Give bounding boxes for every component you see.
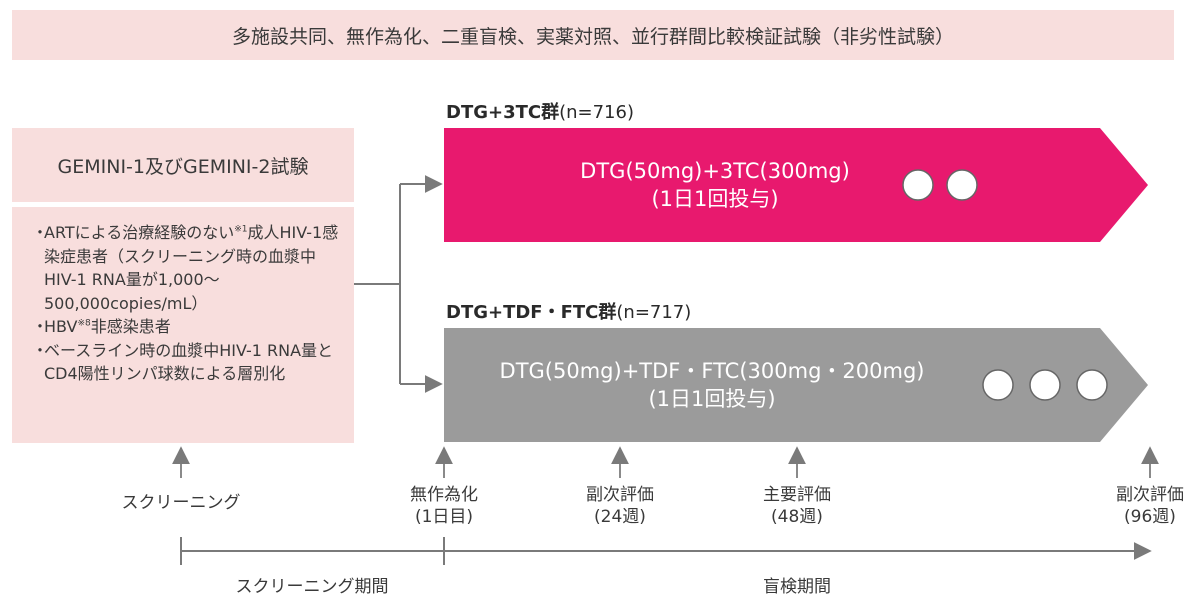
- arm2-label: DTG+TDF・FTC群(n=717): [446, 302, 692, 323]
- timepoint-randomization: 無作為化(1日目): [410, 485, 478, 527]
- criterion-item: ・ ARTによる治療経験のない※1成人HIV-1感染症患者（スクリーニング時の血…: [32, 221, 340, 315]
- arm2-regimen-frequency: (1日1回投与): [648, 387, 776, 411]
- visit-circle: [902, 169, 934, 201]
- criterion-text: HBV: [44, 317, 78, 336]
- arm2-regimen-dose: DTG(50mg)+TDF・FTC(300mg・200mg): [499, 359, 925, 383]
- visit-circle: [1029, 369, 1061, 401]
- visit-circle: [1076, 369, 1108, 401]
- criterion-text: 非感染患者: [90, 317, 171, 336]
- timepoint-week24: 副次評価(24週): [586, 485, 654, 527]
- footnote-mark: ※8: [77, 318, 91, 329]
- visit-circle: [946, 169, 978, 201]
- screening-label: スクリーニング: [121, 493, 241, 513]
- blind-period-label: 盲検期間: [763, 577, 831, 597]
- criterion-text: ベースライン時の血漿中HIV-1 RNA量とCD4陽性リンパ球数による層別化: [44, 340, 334, 384]
- study-title: GEMINI-1及びGEMINI-2試験: [57, 155, 309, 178]
- study-criteria-box: ・ ARTによる治療経験のない※1成人HIV-1感染症患者（スクリーニング時の血…: [12, 207, 354, 443]
- timepoint-week96: 副次評価(96週): [1116, 485, 1184, 527]
- timepoint-week48: 主要評価(48週): [763, 485, 831, 527]
- arm1-label: DTG+3TC群(n=716): [446, 102, 634, 123]
- arm1-regimen-dose: DTG(50mg)+3TC(300mg): [580, 159, 850, 183]
- study-title-box: GEMINI-1及びGEMINI-2試験: [12, 128, 354, 202]
- arm2-arrow: [444, 328, 1148, 442]
- bullet-icon: ・: [32, 340, 49, 360]
- criterion-text: ARTによる治療経験のない: [44, 223, 235, 242]
- criterion-item: ・ ベースライン時の血漿中HIV-1 RNA量とCD4陽性リンパ球数による層別化: [32, 339, 340, 386]
- arm1-arrow: [444, 128, 1148, 242]
- bullet-icon: ・: [32, 317, 49, 336]
- arm2-regimen: DTG(50mg)+TDF・FTC(300mg・200mg) (1日1回投与): [452, 357, 972, 413]
- arm1-regimen: DTG(50mg)+3TC(300mg) (1日1回投与): [520, 157, 910, 213]
- footnote-mark: ※1: [234, 224, 248, 235]
- study-design-banner: 多施設共同、無作為化、二重盲検、実薬対照、並行群間比較検証試験（非劣性試験）: [12, 10, 1174, 60]
- criterion-item: ・ HBV※8非感染患者: [32, 315, 340, 339]
- arm1-regimen-frequency: (1日1回投与): [651, 187, 779, 211]
- visit-circle: [982, 369, 1014, 401]
- screening-period-label: スクリーニング期間: [235, 577, 389, 597]
- bullet-icon: ・: [32, 223, 49, 242]
- criterion-text: 成人HIV-1感染症患者（スクリーニング時の血漿中HIV-1 RNA量が1,00…: [44, 223, 339, 313]
